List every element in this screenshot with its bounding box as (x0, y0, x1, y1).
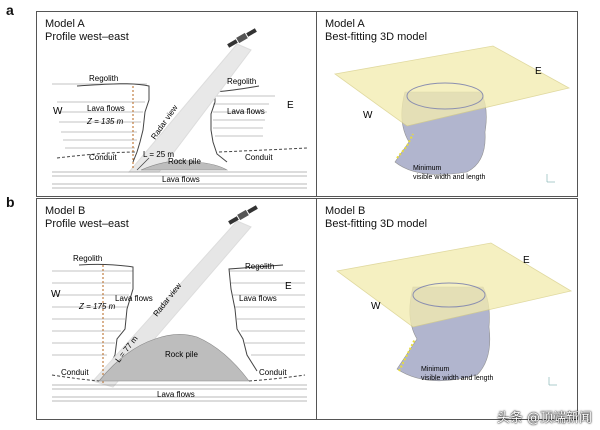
profile-title-line1: Model A (45, 18, 85, 30)
model3d-title-line1: Model B (325, 205, 366, 217)
label-lava-bottom: Lava flows (162, 175, 200, 184)
model3d-title-line2: Best-fitting 3D model (325, 31, 428, 43)
profile-title-line2: Profile west–east (45, 218, 129, 230)
panel-a-profile-title: Model A Profile west–east (45, 18, 129, 44)
label-rock-pile: Rock pile (168, 157, 201, 166)
label-east: E (523, 255, 530, 266)
panel-b-3d-title: Model B Best-fitting 3D model (325, 205, 427, 231)
surface-plane (336, 242, 573, 328)
rock-pile (140, 160, 229, 171)
label-minimum: Minimum (421, 366, 450, 373)
label-z: Z = 135 m (86, 117, 124, 126)
label-visible-width: visible width and length (421, 375, 493, 382)
right-wall (228, 264, 284, 372)
watermark: 头条 @顶端新闻 (496, 411, 592, 426)
satellite-icon (228, 205, 258, 225)
label-lava-left: Lava flows (87, 104, 125, 113)
label-lava-right: Lava flows (239, 294, 277, 303)
radar-beam (92, 220, 252, 388)
panel-b-tag: b (6, 194, 15, 210)
panel-a-3d: Model A Best-fitting 3D model E W Minimu… (316, 11, 578, 197)
label-rock-pile: Rock pile (165, 350, 198, 359)
label-east: E (535, 66, 542, 77)
model3d-title-line2: Best-fitting 3D model (325, 218, 428, 230)
label-lava-left: Lava flows (115, 294, 153, 303)
panel-a-3d-title: Model A Best-fitting 3D model (325, 18, 427, 44)
panel-a-profile: Model A Profile west–east (36, 11, 317, 197)
label-conduit-right: Conduit (259, 368, 287, 377)
label-regolith-left: Regolith (89, 74, 118, 83)
label-west: W (51, 289, 61, 300)
minimum-width-line (398, 338, 416, 372)
label-z: Z = 175 m (78, 302, 116, 311)
profile-a-diagram: Regolith Regolith W E Lava flows Z = 135… (52, 28, 308, 189)
label-east: E (287, 100, 294, 111)
rock-pile (98, 334, 250, 382)
label-regolith-left: Regolith (73, 254, 102, 263)
label-minimum: Minimum (413, 165, 442, 172)
left-wall (76, 83, 150, 163)
satellite-icon (227, 28, 257, 48)
label-visible-width: visible width and length (413, 174, 485, 181)
model3d-b-render: E W Minimum visible width and length (336, 242, 573, 386)
label-conduit-right: Conduit (245, 153, 273, 162)
label-conduit-left: Conduit (61, 368, 89, 377)
panel-b-3d: Model B Best-fitting 3D model E W Minimu… (316, 198, 578, 420)
model3d-title-line1: Model A (325, 18, 365, 30)
label-regolith-right: Regolith (245, 262, 274, 271)
label-lava-bottom: Lava flows (157, 390, 195, 399)
model3d-a-render: E W Minimum visible width and length (333, 45, 571, 183)
label-west: W (53, 106, 63, 117)
label-lava-right: Lava flows (227, 107, 265, 116)
profile-title-line1: Model B (45, 205, 86, 217)
label-west: W (363, 110, 373, 121)
axes-icon (546, 174, 555, 183)
label-conduit-left: Conduit (89, 153, 117, 162)
panel-b-profile-title: Model B Profile west–east (45, 205, 129, 231)
pit-opening (406, 82, 484, 110)
label-regolith-right: Regolith (227, 77, 256, 86)
surface-plane (333, 45, 571, 127)
profile-title-line2: Profile west–east (45, 31, 129, 43)
right-wall (210, 85, 260, 163)
pit-opening (412, 282, 486, 308)
label-l: L = 25 m (143, 150, 174, 159)
panel-b-profile: Model B Profile west–east (36, 198, 317, 420)
profile-b-diagram: Regolith Regolith W E Z = 175 m Lava flo… (51, 205, 307, 402)
panel-a-tag: a (6, 2, 14, 18)
label-west: W (371, 301, 381, 312)
left-wall (78, 263, 134, 372)
axes-icon (548, 377, 557, 386)
minimum-width-line (396, 133, 414, 159)
label-east: E (285, 281, 292, 292)
